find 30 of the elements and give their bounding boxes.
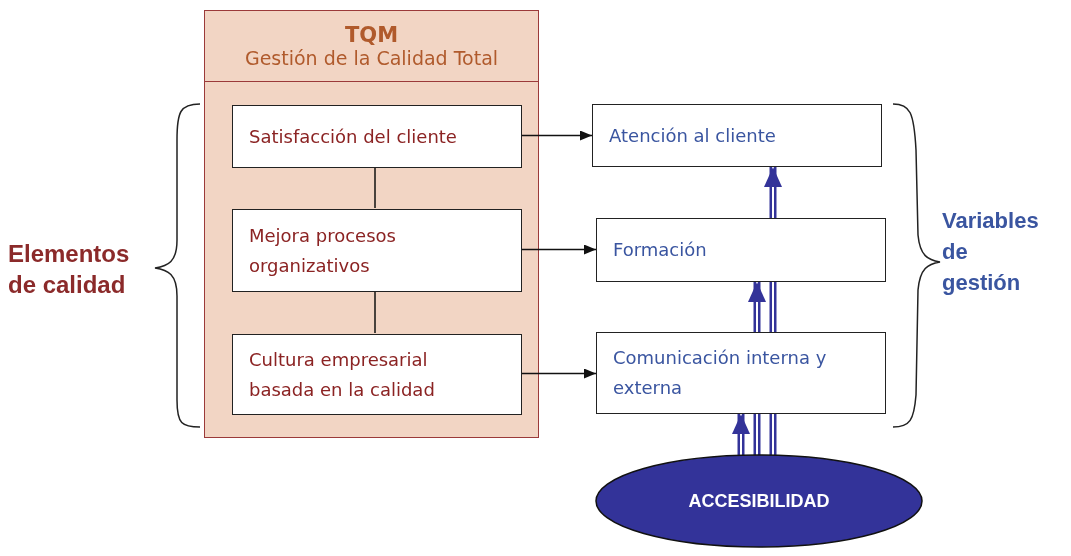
panel-subtitle: Gestión de la Calidad Total [244,47,499,69]
double-line [769,282,777,332]
process-box [232,334,522,415]
node-label: Atención al cliente [609,123,777,148]
connector-line [374,290,376,334]
panel-title: TQM [344,23,399,47]
double-line [769,414,777,456]
group-label: Elementos de calidad [8,239,131,300]
process-box [596,332,886,414]
double-arrow [732,414,750,456]
double-line [753,414,761,455]
node-label: Satisfacción del cliente [249,124,458,149]
process-box [592,104,882,167]
process-box [596,218,886,282]
node-label: Formación [613,238,708,262]
double-arrow [764,167,782,218]
arrow [520,130,593,141]
process-box [232,209,522,292]
node-label: Comunicación interna y externa [613,346,828,400]
arrow [520,368,597,379]
node-label: Mejora procesos organizativos [249,223,397,278]
process-box [232,105,522,168]
connector-line [374,166,376,209]
arrow [520,244,597,255]
node-label: Cultura empresarial basada en la calidad [249,347,436,402]
accessibility-ellipse [595,454,923,548]
group-label: Variables de gestión [942,207,1039,297]
tqm-panel [204,10,539,438]
node-label: ACCESIBILIDAD [688,490,830,512]
double-arrow [748,282,766,332]
